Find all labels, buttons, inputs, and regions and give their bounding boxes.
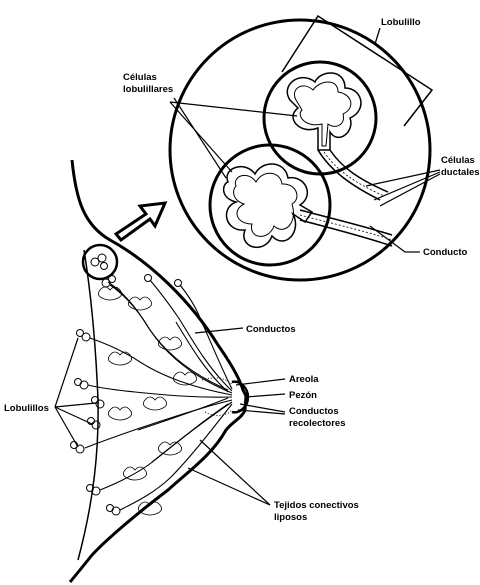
label-tejidos-2: liposos [274, 512, 307, 523]
label-celulas-lobulillares-1: Células [123, 72, 157, 83]
label-lobulillos: Lobulillos [4, 403, 49, 414]
upper-lobule-circle [262, 60, 378, 176]
magnify-arrow [113, 201, 168, 243]
leader-lines [54, 97, 441, 506]
lower-lobule-circle [208, 143, 332, 267]
label-areola: Areola [289, 374, 319, 385]
lobulillo-bracket [281, 14, 434, 127]
label-lobulillo: Lobulillo [381, 17, 421, 28]
lower-lobule-inner [233, 172, 298, 237]
label-tejidos-1: Tejidos conectivos [274, 500, 359, 511]
fatty-tissue [98, 286, 197, 516]
label-conductos-recolectores-1: Conductos [289, 406, 339, 417]
lobule-highlight-content [90, 253, 108, 270]
lower-lobule-shape [222, 163, 314, 248]
lobulillo-bracket-stem [374, 27, 381, 45]
label-conducto: Conducto [423, 247, 468, 258]
lobule-highlight-circle [81, 243, 119, 281]
upper-lobule-inner [294, 81, 352, 147]
magnified-duct-cells [299, 151, 393, 241]
label-conductos-recolectores-2: recolectores [289, 418, 346, 429]
chest-outline [68, 159, 248, 583]
label-celulas-ductales-1: Células [441, 155, 475, 166]
magnified-view-circle [168, 18, 432, 282]
label-conductos: Conductos [246, 324, 296, 335]
upper-lobule-shape [286, 72, 362, 151]
label-pezon: Pezón [289, 390, 317, 401]
duct-tree [84, 279, 233, 511]
label-celulas-lobulillares-2: lobulillares [123, 84, 173, 95]
label-celulas-ductales-2: ductales [441, 167, 480, 178]
magnified-duct [299, 149, 393, 247]
